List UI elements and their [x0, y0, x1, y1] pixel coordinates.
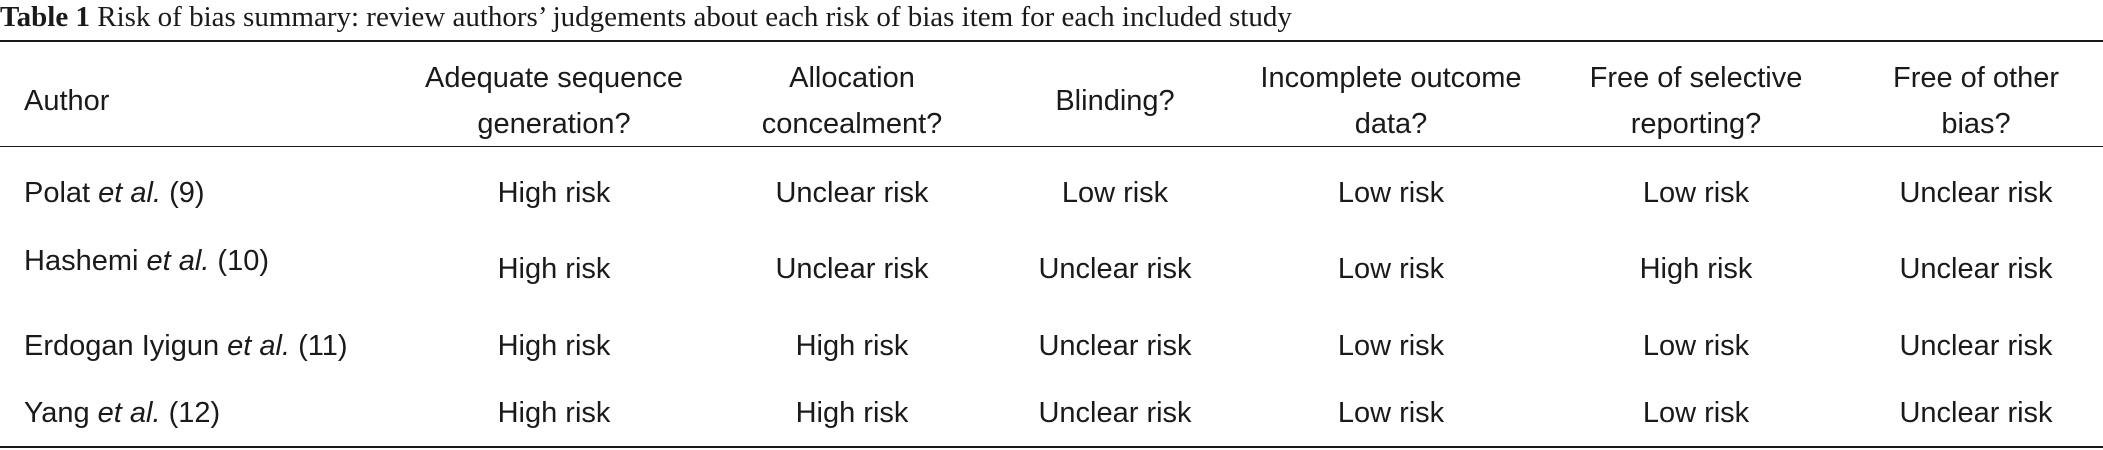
table-cell: Unclear risk: [1038, 397, 1192, 429]
header-line: data?: [1354, 108, 1428, 140]
table-top-rule: [0, 40, 2103, 42]
header-line: Allocation: [789, 62, 915, 94]
author-name: Yang: [24, 397, 90, 429]
table-cell: High risk: [497, 397, 611, 429]
table-caption-label: Table 1: [0, 1, 90, 33]
author-etal: et al.: [97, 397, 161, 429]
author-etal: et al.: [98, 177, 162, 209]
table-cell: Unclear risk: [1899, 397, 2053, 429]
table-cell: Low risk: [1061, 177, 1169, 209]
author-name: Polat: [24, 177, 91, 209]
header-incomplete-outcome: Incomplete outcome data?: [1260, 55, 1521, 147]
header-author-text: Author: [24, 85, 110, 117]
table-cell: Low risk: [1337, 253, 1445, 285]
header-line: Incomplete outcome: [1260, 62, 1522, 94]
table-cell: Unclear risk: [1899, 330, 2053, 362]
header-allocation-concealment: Allocation concealment?: [762, 55, 943, 147]
table-cell: High risk: [795, 397, 909, 429]
table-caption: Table 1 Risk of bias summary: review aut…: [0, 0, 1292, 40]
table-row-author: Hashemi et al. (10): [24, 238, 269, 284]
table-cell: High risk: [795, 330, 909, 362]
table-caption-text: Risk of bias summary: review authors’ ju…: [90, 1, 1292, 33]
table-cell: Low risk: [1642, 177, 1750, 209]
header-line: concealment?: [761, 108, 943, 140]
header-line: bias?: [1941, 108, 2011, 140]
table-cell: Low risk: [1642, 330, 1750, 362]
header-other-bias: Free of other bias?: [1893, 55, 2059, 147]
table-cell: Unclear risk: [1899, 253, 2053, 285]
header-blinding-text: Blinding?: [1055, 85, 1175, 117]
table-bottom-rule: [0, 446, 2103, 448]
author-name: Hashemi: [24, 245, 139, 277]
table-cell: Low risk: [1642, 397, 1750, 429]
header-line: Adequate sequence: [425, 62, 683, 94]
header-line: reporting?: [1630, 108, 1762, 140]
author-ref: (10): [209, 245, 270, 277]
table-row-author: Yang et al. (12): [24, 390, 220, 436]
table-header-rule: [0, 146, 2103, 147]
table-cell: High risk: [1639, 253, 1753, 285]
table-cell: High risk: [497, 330, 611, 362]
table-cell: High risk: [497, 177, 611, 209]
author-etal: et al.: [227, 330, 291, 362]
header-selective-reporting: Free of selective reporting?: [1590, 55, 1803, 147]
table-cell: Unclear risk: [1038, 253, 1192, 285]
header-line: Free of selective: [1589, 62, 1803, 94]
table-row-author: Erdogan Iyigun et al. (11): [24, 323, 348, 369]
header-blinding: Blinding?: [1055, 55, 1174, 147]
header-line: Free of other: [1892, 62, 2060, 94]
header-author: Author: [24, 55, 109, 147]
author-ref: (11): [290, 330, 348, 362]
table-cell: Low risk: [1337, 177, 1445, 209]
table-cell: Low risk: [1337, 397, 1445, 429]
table-cell: Unclear risk: [775, 177, 929, 209]
table-cell: Unclear risk: [1899, 177, 2053, 209]
author-ref: (9): [161, 177, 205, 209]
table-row-author: Polat et al. (9): [24, 170, 205, 216]
table-cell: Unclear risk: [1038, 330, 1192, 362]
table-cell: Unclear risk: [775, 253, 929, 285]
author-ref: (12): [160, 397, 221, 429]
header-sequence-generation: Adequate sequence generation?: [425, 55, 683, 147]
header-line: generation?: [477, 108, 631, 140]
author-name: Erdogan Iyigun: [24, 330, 220, 362]
table-cell: Low risk: [1337, 330, 1445, 362]
author-etal: et al.: [146, 245, 210, 277]
table-cell: High risk: [497, 253, 611, 285]
